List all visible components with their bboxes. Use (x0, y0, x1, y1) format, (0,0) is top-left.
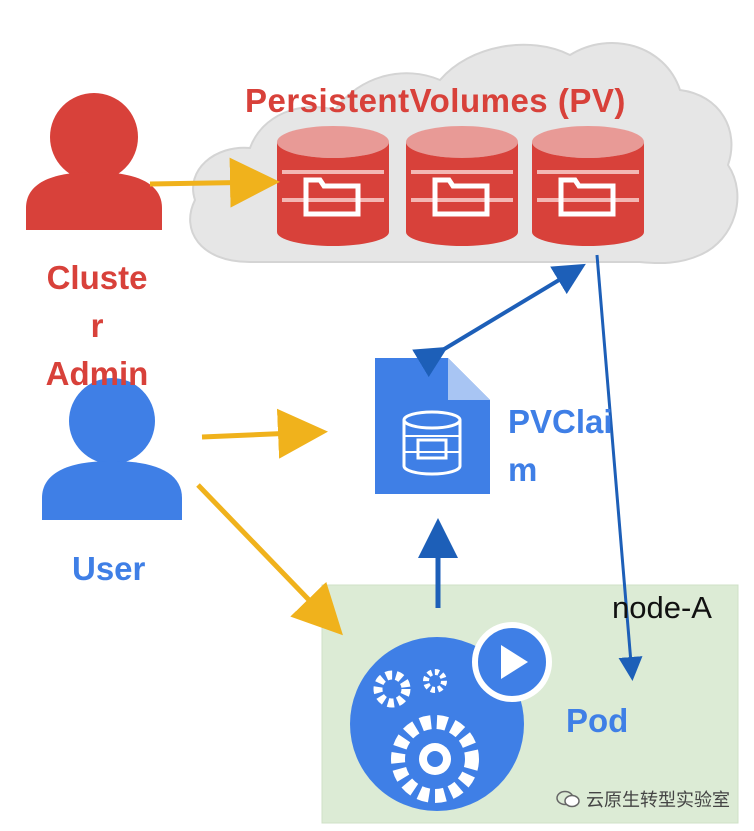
pvc-document-icon (375, 358, 490, 494)
pod-label: Pod (566, 702, 629, 739)
pv-volume-2 (406, 126, 518, 246)
cluster-admin-icon (26, 93, 162, 230)
watermark: 云原生转型实验室 (556, 786, 730, 812)
pod-icon (350, 622, 552, 811)
cluster-admin-label: Cluste r Admin (40, 254, 154, 398)
pvc-label-line-1: PVClai (508, 403, 613, 440)
arrow-user-to-pod (196, 483, 343, 636)
cluster-admin-label-line-1: Cluste (46, 259, 148, 296)
pv-volume-3 (532, 126, 644, 246)
arrow-user-to-pvc (201, 408, 328, 459)
cluster-admin-label-line-2: r (90, 307, 104, 344)
arrow-pv-to-node (595, 254, 643, 681)
watermark-text: 云原生转型实验室 (586, 790, 730, 810)
pv-volume-1 (277, 126, 389, 246)
pvc-label-line-2: m (508, 451, 538, 488)
node-label: node-A (612, 590, 712, 625)
pvc-label: PVClai m (508, 398, 628, 494)
wechat-icon (556, 790, 580, 808)
user-label: User (72, 550, 146, 587)
user-icon (42, 378, 182, 520)
arrow-pvc-pv-bidirectional (412, 263, 586, 378)
cluster-admin-label-line-3: Admin (45, 355, 149, 392)
pv-title: PersistentVolumes (PV) (245, 82, 626, 119)
arrow-admin-to-pv (149, 157, 280, 208)
